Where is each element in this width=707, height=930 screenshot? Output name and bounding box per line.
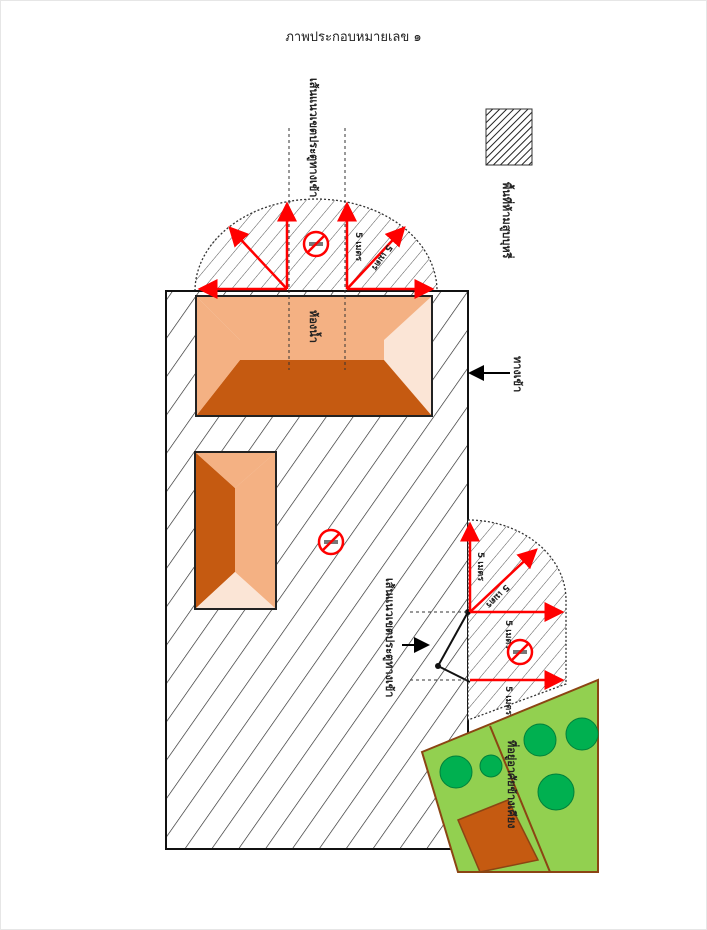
entrance-label-upper: เส้นแนวเขตประตูทางเข้า (306, 78, 320, 197)
distance-label: 5 เมตร (475, 552, 485, 581)
entrance-label-lower: เส้นแนวเขตประตูทางเข้า (382, 578, 396, 697)
distance-label: 5 เมตร (353, 232, 363, 261)
distance-arrows-upper (197, 201, 435, 299)
distance-label: 5 เมตร (503, 686, 513, 715)
main-building (195, 295, 433, 417)
no-smoking-icon (302, 230, 330, 258)
neighbor-lot (420, 678, 599, 873)
lower-zone (467, 519, 567, 721)
no-smoking-icon (506, 638, 534, 666)
main-door-label: ทางเข้า (511, 356, 524, 392)
secondary-building (194, 451, 277, 610)
building-label: ห้องน้ำ (307, 310, 322, 343)
distance-arrows-lower (460, 521, 565, 690)
gate (410, 609, 471, 683)
legend-label: พื้นที่ห้ามสูบบุหรี่ (499, 182, 515, 259)
no-smoking-icon (317, 528, 345, 556)
distance-label: 5 เมตร (503, 620, 513, 649)
legend-swatch (485, 108, 533, 166)
page-title: ภาพประกอบหมายเลข ๑ (285, 30, 422, 45)
neighbor-label: ที่อยู่อาศัยข้างเคียง (504, 740, 520, 829)
